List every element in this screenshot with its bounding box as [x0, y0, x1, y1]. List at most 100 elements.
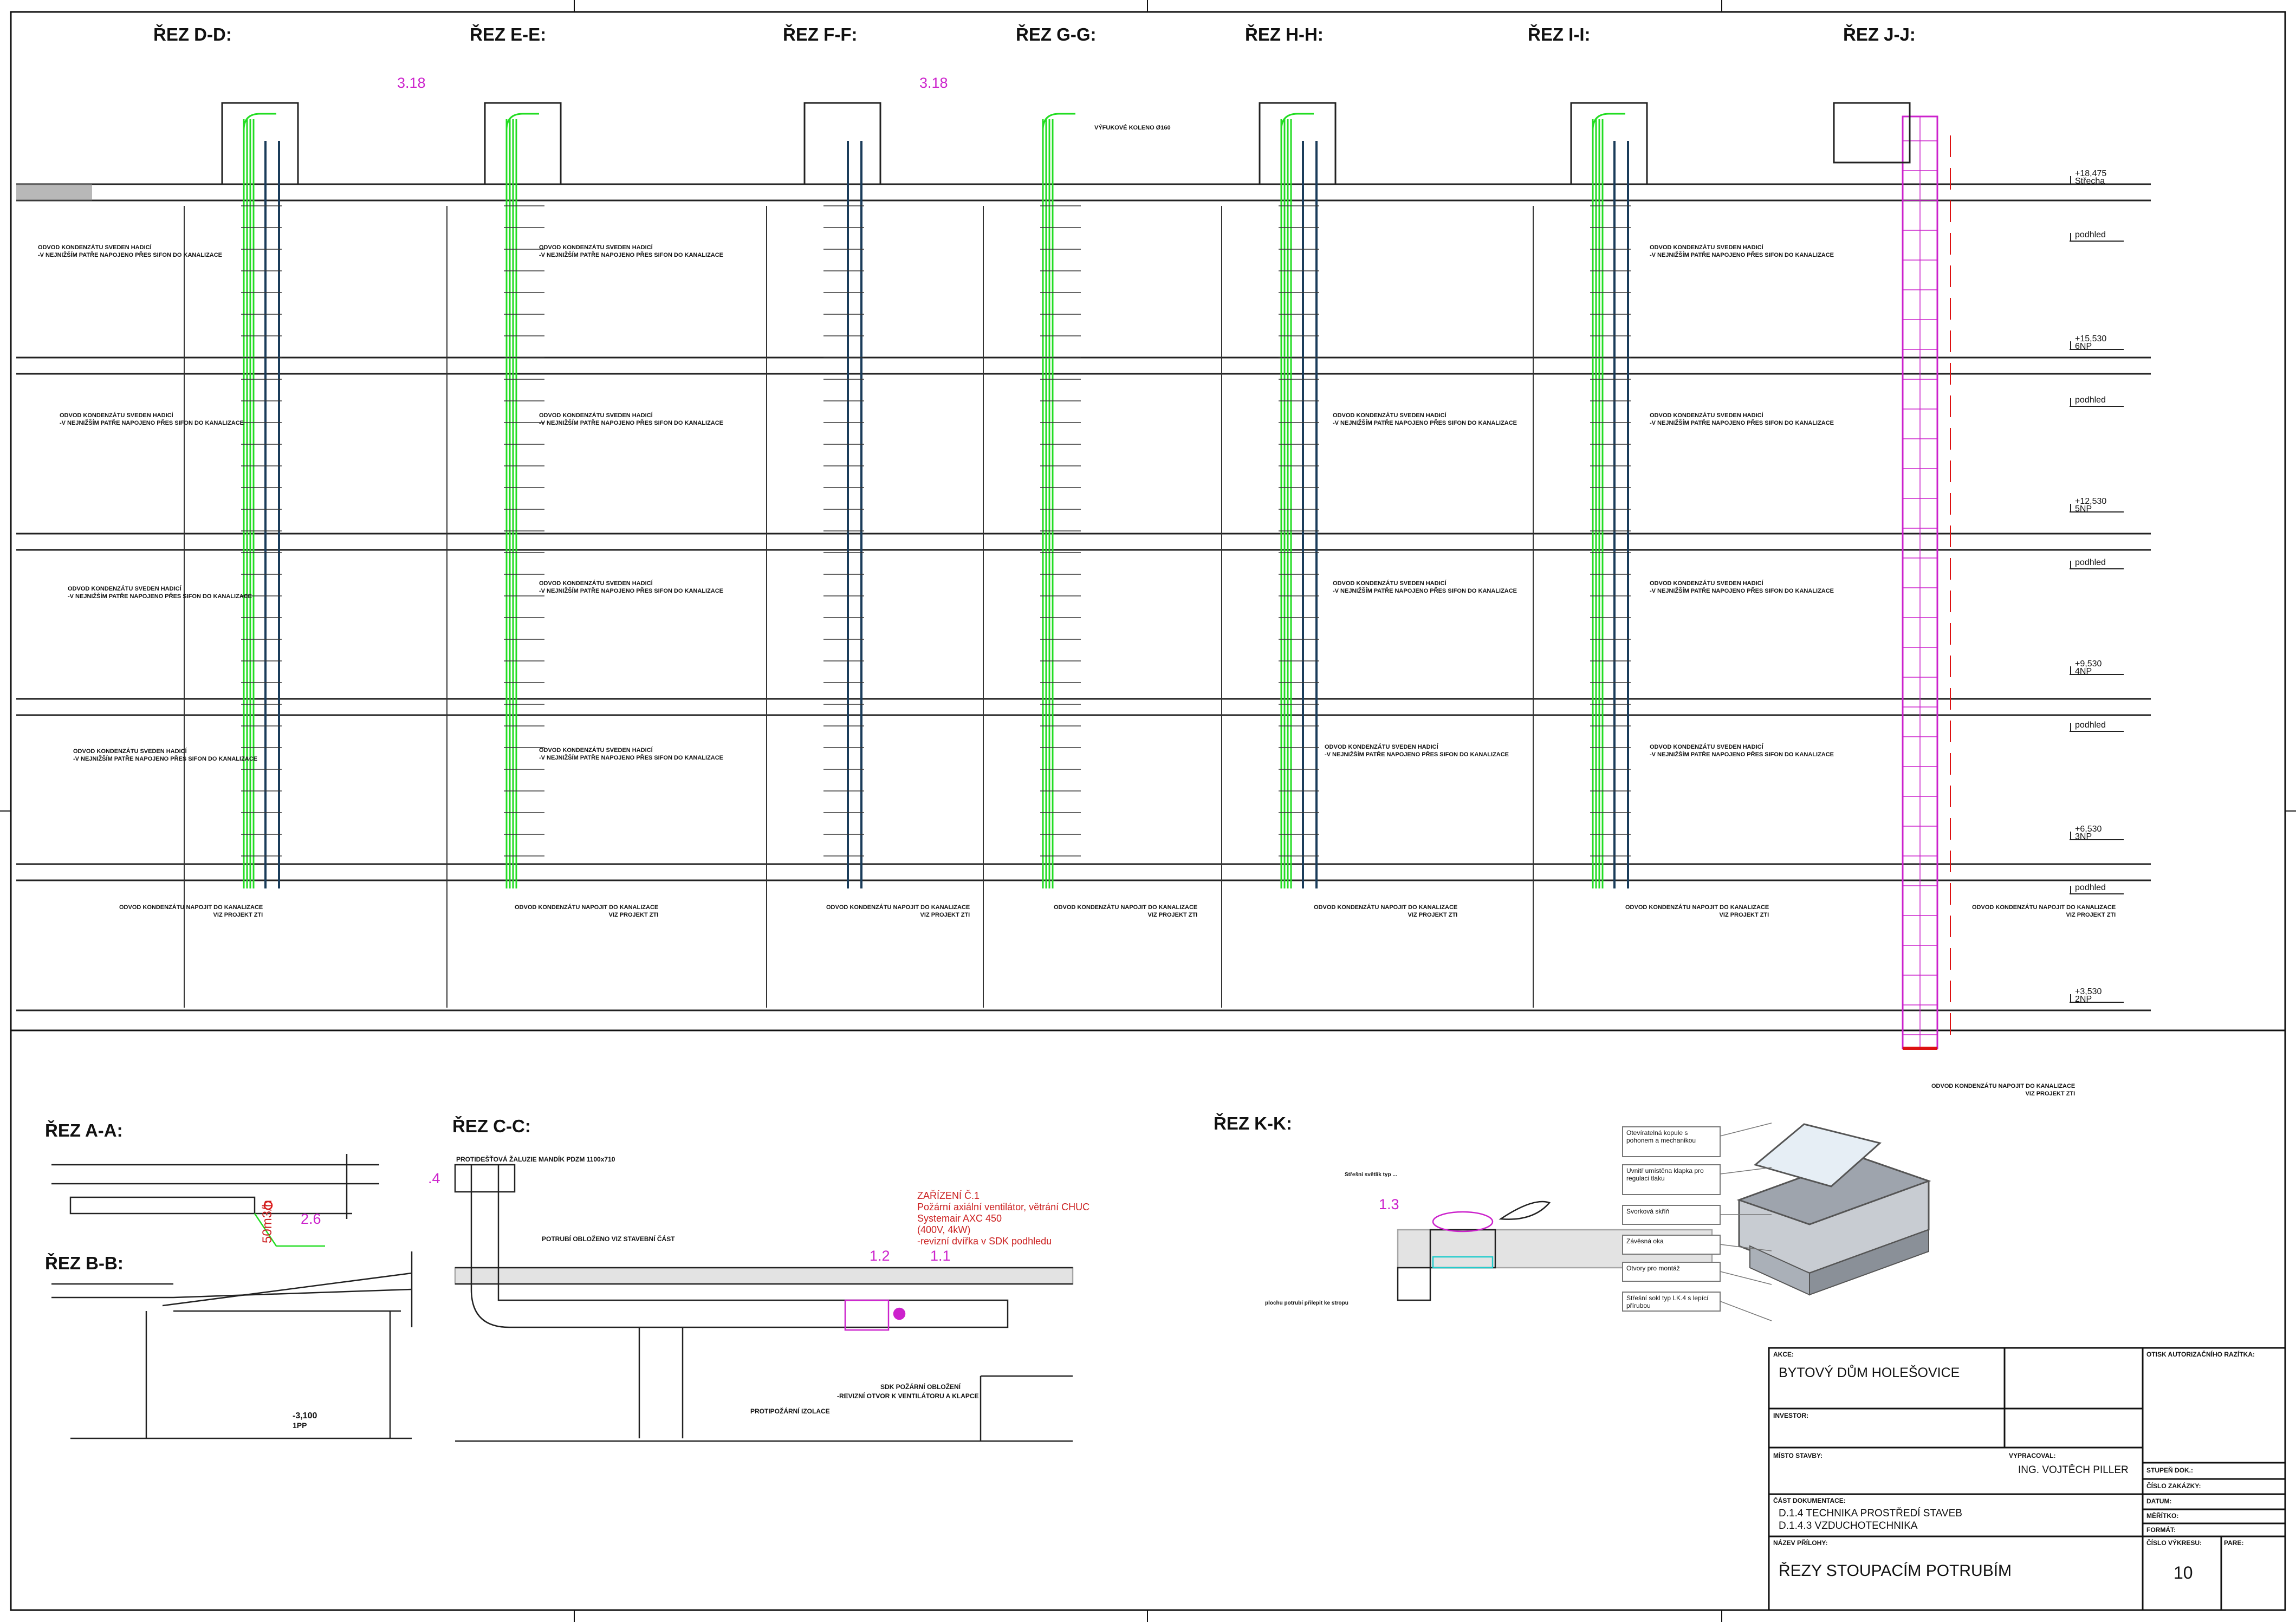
level-label: 6NP: [2075, 342, 2092, 351]
condensate-note-line1: ODVOD KONDENZÁTU SVEDEN HADICÍ: [539, 412, 653, 419]
tb-misto-label: MÍSTO STAVBY:: [1773, 1452, 1823, 1459]
callout-leader: [1720, 1301, 1772, 1321]
tb-cislo-zak-label: ČÍSLO ZAKÁZKY:: [2146, 1482, 2201, 1490]
callout-text: Svorková skříň: [1626, 1208, 1670, 1215]
shaft-jj: [1833, 102, 1951, 1050]
device-3: Systemair AXC 450: [917, 1213, 1002, 1224]
tb-pare-label: PARE:: [2224, 1539, 2244, 1547]
level-value: +18,475: [2075, 169, 2107, 178]
level-label: 3NP: [2075, 832, 2092, 841]
condensate-note-line2: -V NEJNIŽŠÍM PATŘE NAPOJENO PŘES SIFON D…: [1650, 588, 1834, 594]
tb-cislo-vyk-label: ČÍSLO VÝKRESU:: [2146, 1539, 2202, 1547]
tb-meritko-label: MĚŘÍTKO:: [2146, 1512, 2179, 1520]
condensate-end-line2: VIZ PROJEKT ZTI: [1408, 912, 1458, 918]
section-title-hh: ŘEZ H-H:: [1245, 24, 1324, 44]
level-label: podhled: [2075, 558, 2106, 567]
note-cc-3: PROTIPOŽÁRNÍ IZOLACE: [750, 1407, 830, 1415]
level-value: +9,530: [2075, 659, 2102, 669]
condensate-end-line2: VIZ PROJEKT ZTI: [2025, 1091, 2076, 1097]
condensate-note: ODVOD KONDENZÁTU SVEDEN HADICÍ-V NEJNIŽŠ…: [73, 748, 257, 763]
note-cc-1: PROTIDEŠŤOVÁ ŽALUZIE MANDÍK PDZM 1100x71…: [456, 1156, 615, 1163]
callout-leader: [1720, 1271, 1772, 1285]
riser-1: [446, 102, 562, 1008]
condensate-end-line2: VIZ PROJEKT ZTI: [1147, 912, 1198, 918]
riser-2: [766, 102, 881, 1008]
callout-box: [1622, 1235, 1721, 1255]
level-value: +12,530: [2075, 497, 2107, 506]
condensate-end-note: ODVOD KONDENZÁTU NAPOJIT DO KANALIZACE VI…: [1931, 1082, 2075, 1098]
tag-318-e: 3.18: [397, 75, 426, 91]
skylight-illustration: [1736, 1123, 1931, 1296]
condensate-note-line1: ODVOD KONDENZÁTU SVEDEN HADICÍ: [539, 747, 653, 754]
tag-13: 1.3: [1379, 1196, 1399, 1212]
section-title-ee: ŘEZ E-E:: [470, 24, 547, 44]
roof-housing: [1570, 102, 1648, 185]
condensate-note: ODVOD KONDENZÁTU SVEDEN HADICÍ-V NEJNIŽŠ…: [539, 747, 723, 762]
level-label: podhled: [2075, 395, 2106, 405]
note-kk-2: plochu potrubí přilepit ke stropu: [1265, 1300, 1348, 1306]
device-5: -revizní dvířka v SDK podhledu: [917, 1236, 1052, 1247]
section-title-ff: ŘEZ F-F:: [783, 24, 858, 44]
callout-box: [1622, 1262, 1721, 1282]
condensate-note-line1: ODVOD KONDENZÁTU SVEDEN HADICÍ: [1650, 744, 1763, 750]
tb-cislo-vyk: 10: [2174, 1563, 2193, 1582]
condensate-end-line1: ODVOD KONDENZÁTU NAPOJIT DO KANALIZACE: [1972, 904, 2116, 911]
level-label: 4NP: [2075, 667, 2092, 676]
condensate-end-line1: ODVOD KONDENZÁTU NAPOJIT DO KANALIZACE: [1931, 1083, 2076, 1089]
condensate-note-line1: ODVOD KONDENZÁTU SVEDEN HADICÍ: [1650, 412, 1763, 419]
riser-group: [184, 102, 1937, 1035]
tb-cast-1: D.1.4 TECHNIKA PROSTŘEDÍ STAVEB: [1779, 1508, 1962, 1519]
condensate-end-line2: VIZ PROJEKT ZTI: [213, 912, 263, 918]
condensate-note-line1: ODVOD KONDENZÁTU SVEDEN HADICÍ: [38, 244, 152, 251]
callout-leader: [1720, 1244, 1772, 1251]
section-cc-drawing: [454, 1164, 1074, 1442]
callout-box: [1622, 1126, 1721, 1157]
callout-text: Otevíratelná kopule s pohonem a mechanik…: [1626, 1129, 1696, 1144]
condensate-note-line2: -V NEJNIŽŠÍM PATŘE NAPOJENO PŘES SIFON D…: [60, 420, 244, 426]
condensate-note: ODVOD KONDENZÁTU SVEDEN HADICÍ-V NEJNIŽŠ…: [68, 585, 252, 600]
condensate-note-line2: -V NEJNIŽŠÍM PATŘE NAPOJENO PŘES SIFON D…: [1650, 751, 1834, 758]
device-2: Požární axiální ventilátor, větrání CHUC: [917, 1202, 1090, 1212]
tag-318-f: 3.18: [919, 75, 948, 91]
roof-housing: [221, 102, 299, 185]
callout-box: [1622, 1164, 1721, 1195]
tag-11: 1.1: [930, 1248, 951, 1264]
tag-4: .4: [428, 1170, 440, 1186]
note-kk-1: Střešní světlík typ ...: [1345, 1172, 1397, 1178]
callout-leader: [1720, 1167, 1772, 1175]
level-bb-value: -3,100: [293, 1411, 317, 1420]
condensate-note-line2: -V NEJNIŽŠÍM PATŘE NAPOJENO PŘES SIFON D…: [73, 756, 258, 762]
note-exhaust-bend: VÝFUKOVÉ KOLENO Ø160: [1094, 125, 1171, 131]
skylight-callouts: [1622, 1123, 1772, 1321]
condensate-note-line2: -V NEJNIŽŠÍM PATŘE NAPOJENO PŘES SIFON D…: [1333, 588, 1517, 594]
condensate-note-line1: ODVOD KONDENZÁTU SVEDEN HADICÍ: [539, 580, 653, 587]
hose-bend: [505, 113, 539, 131]
condensate-note-line1: ODVOD KONDENZÁTU SVEDEN HADICÍ: [1333, 580, 1447, 587]
section-title-bb: ŘEZ B-B:: [45, 1253, 124, 1273]
tb-nazev: ŘEZY STOUPACÍM POTRUBÍM: [1779, 1562, 2012, 1580]
flow-aa: 50m3/h: [260, 1199, 275, 1243]
device-4: (400V, 4kW): [917, 1224, 971, 1235]
callout-leader: [1720, 1123, 1772, 1137]
callout-text: Otvory pro montáž: [1626, 1264, 1680, 1272]
riser-5: [1533, 102, 1648, 1008]
tb-investor-label: INVESTOR:: [1773, 1412, 1809, 1419]
roof-housing: [484, 102, 562, 185]
roof-housing: [803, 102, 881, 185]
level-label: podhled: [2075, 230, 2106, 239]
condensate-note-line1: ODVOD KONDENZÁTU SVEDEN HADICÍ: [1325, 744, 1438, 750]
level-bb-label: 1PP: [293, 1421, 307, 1430]
callout-box: [1622, 1292, 1721, 1312]
condensate-note-line1: ODVOD KONDENZÁTU SVEDEN HADICÍ: [1650, 244, 1763, 251]
condensate-note: ODVOD KONDENZÁTU SVEDEN HADICÍ-V NEJNIŽŠ…: [1333, 412, 1517, 427]
riser-0: [184, 102, 299, 1008]
section-title-jj: ŘEZ J-J:: [1843, 24, 1916, 44]
condensate-note: ODVOD KONDENZÁTU SVEDEN HADICÍ-V NEJNIŽŠ…: [1333, 580, 1517, 595]
tb-datum-label: DATUM:: [2146, 1497, 2172, 1505]
section-title-kk: ŘEZ K-K:: [1214, 1113, 1292, 1133]
